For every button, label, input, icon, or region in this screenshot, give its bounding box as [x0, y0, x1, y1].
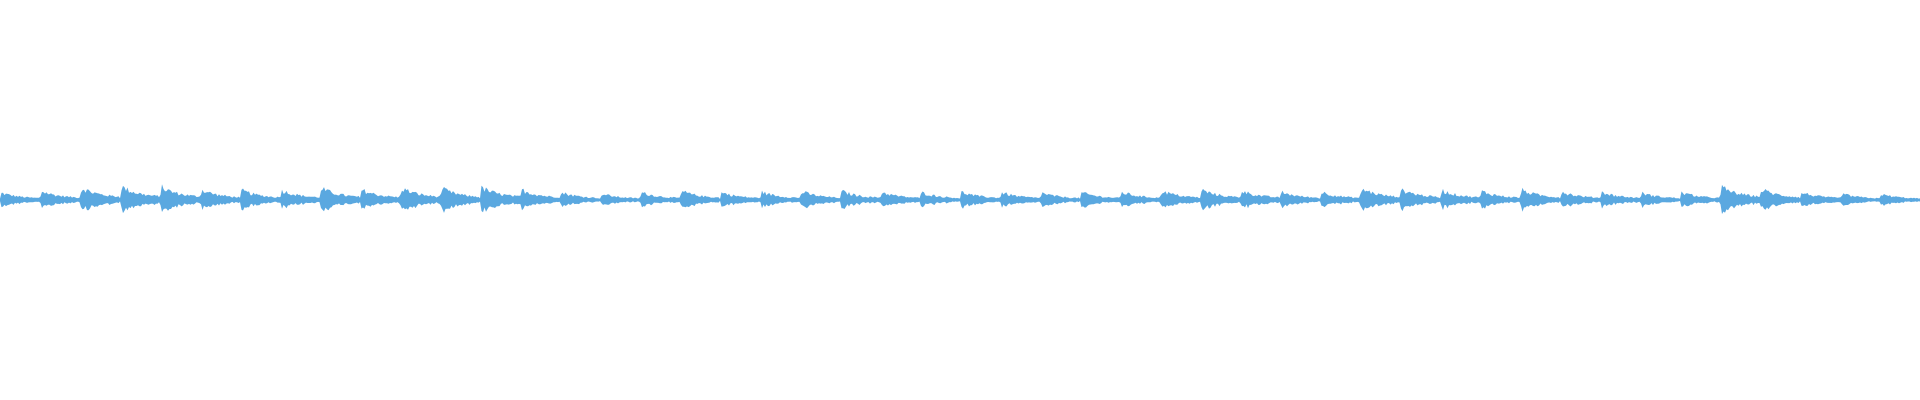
waveform-peaks	[0, 184, 1920, 214]
